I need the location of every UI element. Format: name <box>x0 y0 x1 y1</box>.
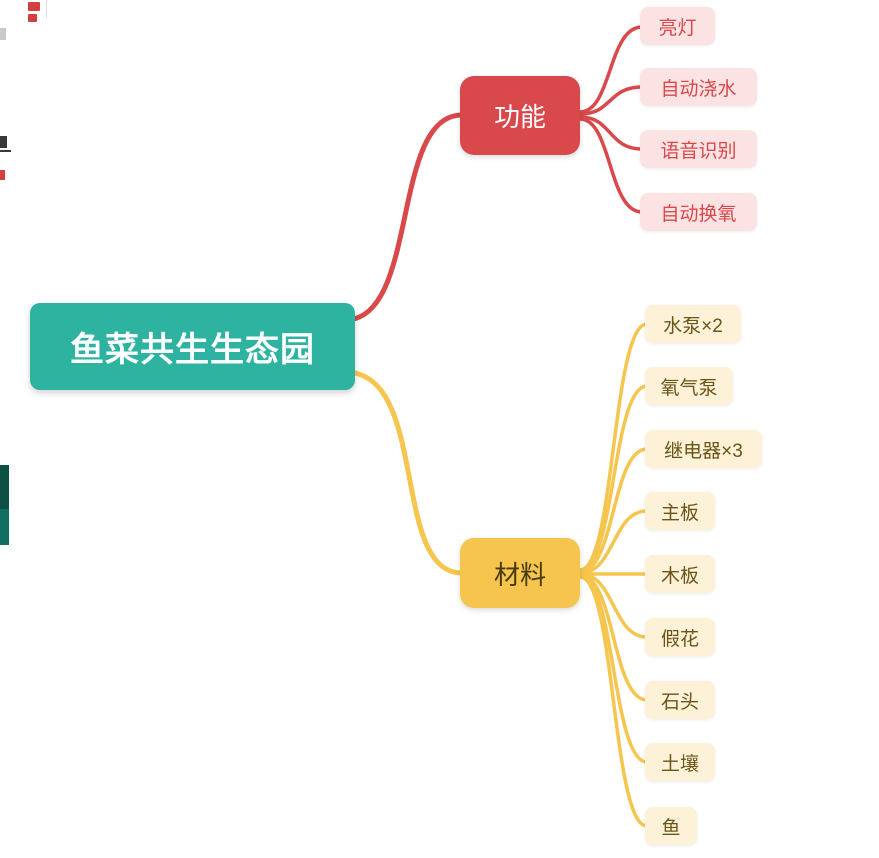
connector <box>578 25 644 114</box>
leaf-node[interactable]: 鱼 <box>645 807 697 845</box>
leaf-node[interactable]: 自动换氧 <box>640 193 757 231</box>
leaf-node[interactable]: 土壤 <box>645 743 715 781</box>
clipped-sidebar-strip <box>0 465 9 509</box>
clipped-text-fragment <box>28 14 37 22</box>
branch-node-materials[interactable]: 材料 <box>460 538 580 608</box>
connector <box>578 575 649 828</box>
connector-root-functions <box>342 112 465 323</box>
clipped-text-fragment <box>28 2 40 11</box>
connector <box>578 117 644 214</box>
leaf-node[interactable]: 继电器×3 <box>645 430 762 468</box>
branch-node-functions[interactable]: 功能 <box>460 76 580 155</box>
connector <box>578 572 649 639</box>
connector <box>578 574 649 764</box>
clipped-link-fragment <box>0 136 7 148</box>
clipped-text-fragment <box>0 28 6 40</box>
leaf-node[interactable]: 木板 <box>645 555 715 593</box>
root-node[interactable]: 鱼菜共生生态园 <box>30 303 355 390</box>
leaf-node[interactable]: 语音识别 <box>640 130 757 168</box>
leaf-node[interactable]: 水泵×2 <box>645 305 741 343</box>
connector-root-materials <box>342 369 465 576</box>
connector <box>578 573 649 702</box>
clipped-link-underline-fragment <box>0 150 11 152</box>
connector <box>578 447 649 574</box>
connector <box>578 384 649 573</box>
connector <box>578 509 649 575</box>
clipped-sidebar-strip <box>0 509 9 545</box>
leaf-node[interactable]: 石头 <box>645 681 715 719</box>
leaf-node[interactable]: 自动浇水 <box>640 68 757 106</box>
connector <box>578 115 644 151</box>
clipped-divider-fragment <box>46 0 47 18</box>
connector <box>578 322 649 572</box>
leaf-node[interactable]: 氧气泵 <box>645 367 733 405</box>
leaf-node[interactable]: 主板 <box>645 492 715 530</box>
connector <box>578 85 644 116</box>
leaf-node[interactable]: 亮灯 <box>640 7 715 45</box>
clipped-text-fragment <box>0 170 5 180</box>
leaf-node[interactable]: 假花 <box>645 618 715 656</box>
